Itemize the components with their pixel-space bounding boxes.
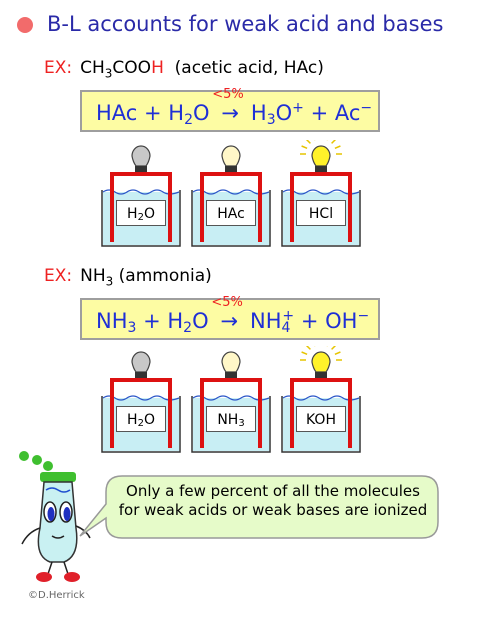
bubble-dot-icon	[43, 461, 53, 471]
flask-wave-icon	[45, 487, 71, 493]
eq-sup: −	[357, 308, 370, 324]
eq-text: O	[193, 101, 210, 125]
eq-sub: 3	[127, 320, 137, 336]
solution-label-sub: 3	[238, 418, 245, 429]
flask-cap-icon	[40, 472, 76, 482]
speech-bubble-icon	[79, 475, 439, 539]
beaker-nh3: NH3	[190, 346, 272, 458]
beaker-h2o-2: H2O	[100, 346, 182, 458]
eq-sup: +	[282, 308, 295, 324]
pupil-icon	[47, 507, 55, 521]
conductivity-beaker-icon	[191, 351, 271, 453]
percent-label: <5%	[211, 295, 243, 310]
eq-sub: 2	[184, 112, 193, 128]
solution-label: NH3	[206, 406, 256, 432]
eq-sub: 2	[183, 320, 193, 336]
leg-icon	[63, 561, 69, 575]
example-1-line: EX: CH3COOH (acetic acid, HAc)	[44, 58, 324, 80]
eq-text: O	[192, 309, 209, 333]
bubble-dot-icon	[19, 451, 29, 461]
arrow-icon: →	[221, 101, 240, 125]
eq-text: + Ac	[303, 101, 361, 125]
author-credit: ©D.Herrick	[28, 590, 85, 601]
solution-label: H2O	[116, 406, 166, 432]
beaker-h2o-1: H2O	[100, 140, 182, 252]
eq-text: NH	[96, 309, 128, 333]
arm-icon	[21, 527, 41, 545]
mouth-icon	[51, 535, 65, 539]
equation-box-2: NH3 + H2O <5%→ NH4+ + OH−	[80, 295, 380, 340]
compound-name: (acetic acid, HAc)	[174, 58, 324, 78]
solution-label: KOH	[296, 406, 346, 432]
ex-tag: EX:	[44, 266, 73, 286]
pupil-icon	[63, 507, 71, 521]
solution-label-sub: 2	[137, 212, 144, 223]
equation-box-1: HAc + H2O <5%→ H3O+ + Ac−	[80, 87, 380, 132]
bubble-line: for weak acids or weak bases are ionized	[118, 501, 428, 519]
conductivity-beaker-icon	[191, 145, 271, 247]
formula-text: COO	[112, 58, 152, 78]
percent-label: <5%	[212, 87, 244, 102]
eq-sub: 4	[281, 320, 291, 336]
conductivity-beaker-icon	[101, 145, 181, 247]
formula-text: CH	[80, 58, 105, 78]
reaction-arrow: <5%→	[212, 87, 244, 125]
eq-sub: 3	[266, 112, 276, 128]
flask-body-icon	[37, 481, 78, 563]
arrow-icon: →	[220, 309, 239, 333]
eq-text: NH	[250, 309, 282, 333]
solution-label-main: KOH	[306, 412, 336, 428]
solution-label: H2O	[116, 200, 166, 226]
solution-label-main: H	[127, 206, 138, 222]
solution-label-end: O	[143, 206, 155, 222]
beaker-hcl: HCl	[280, 133, 362, 252]
formula-sub: 3	[104, 66, 113, 81]
beaker-koh: KOH	[280, 339, 362, 458]
leg-icon	[47, 561, 53, 575]
eq-text: + H	[136, 309, 184, 333]
beaker-hac: HAc	[190, 140, 272, 252]
formula-sub: 3	[105, 274, 114, 289]
ex-tag: EX:	[44, 58, 73, 78]
bubble-dot-icon	[32, 455, 42, 465]
solution-label-main: NH	[217, 412, 239, 428]
bullet-dot	[17, 17, 33, 33]
eq-text: HAc + H	[96, 101, 185, 125]
solution-label-main: HCl	[308, 206, 334, 222]
eq-sup: +	[292, 100, 304, 116]
page-title: B-L accounts for weak acid and bases	[47, 12, 444, 36]
conductivity-beaker-icon	[281, 339, 361, 453]
eq-sup: −	[360, 100, 373, 116]
solution-label-end: O	[143, 412, 155, 428]
shoe-icon	[36, 572, 52, 582]
solution-label-main: H	[127, 412, 138, 428]
acidic-hydrogen: H	[151, 58, 164, 78]
solution-label: HAc	[206, 200, 256, 226]
eq-text: H	[250, 101, 267, 125]
reaction-arrow: <5%→	[211, 295, 243, 333]
eq-text: + OH	[294, 309, 358, 333]
example-2-line: EX: NH3 (ammonia)	[44, 266, 212, 288]
conductivity-beaker-icon	[281, 133, 361, 247]
speech-bubble-text: Only a few percent of all the molecules …	[108, 482, 438, 520]
compound-name: (ammonia)	[118, 266, 212, 286]
solution-label: HCl	[296, 200, 346, 226]
shoe-icon	[64, 572, 80, 582]
bubble-line: Only a few percent of all the molecules	[126, 482, 420, 500]
solution-label-sub: 2	[137, 418, 144, 429]
solution-label-main: HAc	[217, 206, 245, 222]
eq-text: O	[275, 101, 293, 125]
formula-text: NH	[80, 266, 106, 286]
conductivity-beaker-icon	[101, 351, 181, 453]
flask-mascot-icon	[19, 451, 91, 582]
